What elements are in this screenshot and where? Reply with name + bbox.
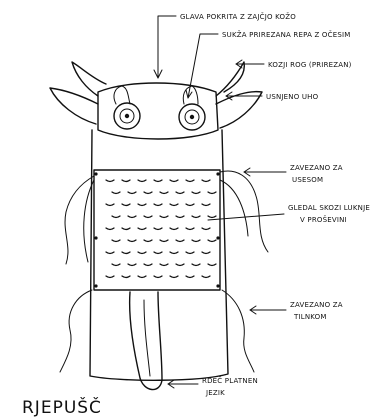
mesh-hole: [122, 252, 130, 254]
mesh-hole: [138, 228, 146, 230]
mesh-hole: [176, 216, 184, 218]
left-neck-tie-2: [84, 180, 94, 262]
mesh-hole: [128, 192, 136, 194]
mesh-hole: [170, 276, 178, 278]
mesh-hole: [192, 264, 200, 266]
label-horns: KOZJI ROG (PRIREZAN): [268, 61, 352, 69]
mesh-hole: [112, 240, 120, 242]
mesh-hole: [122, 204, 130, 206]
mesh-hole: [138, 180, 146, 182]
mesh-hole: [154, 276, 162, 278]
mesh-hole: [138, 276, 146, 278]
mesh-hole: [160, 216, 168, 218]
mesh-hole: [122, 228, 130, 230]
mesh-hole: [154, 228, 162, 230]
left-eye-pupil: [125, 114, 129, 118]
label-tied-waist-2: TILNKOM: [293, 313, 327, 321]
mesh-hole: [144, 264, 152, 266]
mesh-hole: [170, 204, 178, 206]
mesh-hole: [106, 180, 114, 182]
mesh-hole: [144, 216, 152, 218]
left-eye-strap: [114, 86, 130, 104]
left-waist-tie: [60, 290, 92, 372]
mesh-hole: [154, 252, 162, 254]
right-eye-pupil: [190, 115, 194, 119]
mesh-hole: [208, 264, 216, 266]
mesh-hole: [186, 180, 194, 182]
mesh-hole: [170, 180, 178, 182]
mesh-hole: [144, 192, 152, 194]
mesh-hole: [106, 252, 114, 254]
tongue-crease: [144, 300, 150, 376]
right-ear: [216, 92, 262, 128]
mesh-hole: [128, 264, 136, 266]
mesh-hole: [138, 252, 146, 254]
mesh-hole: [186, 252, 194, 254]
mesh-hole: [154, 204, 162, 206]
mesh-hole: [186, 276, 194, 278]
right-eye-strap: [183, 86, 198, 104]
label-tied-waist-1: ZAVEZANO ZA: [290, 301, 343, 309]
tie-point: [216, 284, 219, 287]
label-tied-neck-1: ZAVEZANO ZA: [290, 164, 343, 172]
mesh-hole: [192, 240, 200, 242]
mesh-hole: [112, 264, 120, 266]
head-outline: [98, 83, 218, 139]
mesh-hole: [192, 216, 200, 218]
label-gaze-2: V PROŠEVINI: [300, 215, 347, 224]
label-tied-neck-2: USESOM: [292, 176, 323, 184]
mesh-hole: [122, 180, 130, 182]
mesh-hole: [138, 204, 146, 206]
mesh-hole: [202, 276, 210, 278]
tie-point: [94, 172, 97, 175]
mesh-hole: [176, 192, 184, 194]
label-tongue-2: JEZIK: [205, 389, 225, 397]
label-head: GLAVA POKRITA Z ZAJČJO KOŽO: [180, 12, 296, 21]
body-outline: [90, 130, 228, 380]
label-tongue-1: RDEČ PLATNEN: [202, 376, 258, 385]
mesh-hole: [202, 252, 210, 254]
mesh-hole: [176, 264, 184, 266]
tie-point: [216, 236, 219, 239]
label-eyes: SUKŽA PRIREZANA REPA Z OČESIM: [222, 30, 351, 39]
mesh-hole: [186, 228, 194, 230]
label-ears: USNJENO UHO: [266, 93, 319, 101]
mesh-hole: [202, 204, 210, 206]
mesh-hole: [106, 204, 114, 206]
mesh-hole: [160, 192, 168, 194]
mesh-hole: [128, 240, 136, 242]
figure-title: RJEPUŠČ: [22, 396, 102, 418]
mesh-hole: [112, 192, 120, 194]
mesh-hole: [144, 240, 152, 242]
mesh-hole: [106, 228, 114, 230]
label-gaze-1: GLEDAL SKOZI LUKNJE: [288, 204, 370, 212]
tie-point: [94, 284, 97, 287]
mesh-hole: [160, 264, 168, 266]
mesh-hole: [208, 216, 216, 218]
mesh-hole: [170, 252, 178, 254]
mesh-hole: [112, 216, 120, 218]
mesh-hole: [154, 180, 162, 182]
mesh-hole: [122, 276, 130, 278]
mesh-hole: [202, 180, 210, 182]
mesh-hole: [192, 192, 200, 194]
mesh-holes: [94, 172, 219, 287]
mesh-hole: [106, 276, 114, 278]
tie-point: [94, 236, 97, 239]
mesh-hole: [208, 240, 216, 242]
mesh-hole: [160, 240, 168, 242]
mesh-hole: [170, 228, 178, 230]
mesh-hole: [128, 216, 136, 218]
mesh-hole: [202, 228, 210, 230]
left-ear: [50, 88, 98, 124]
mesh-hole: [176, 240, 184, 242]
mesh-hole: [208, 192, 216, 194]
mesh-hole: [186, 204, 194, 206]
tie-point: [216, 172, 219, 175]
